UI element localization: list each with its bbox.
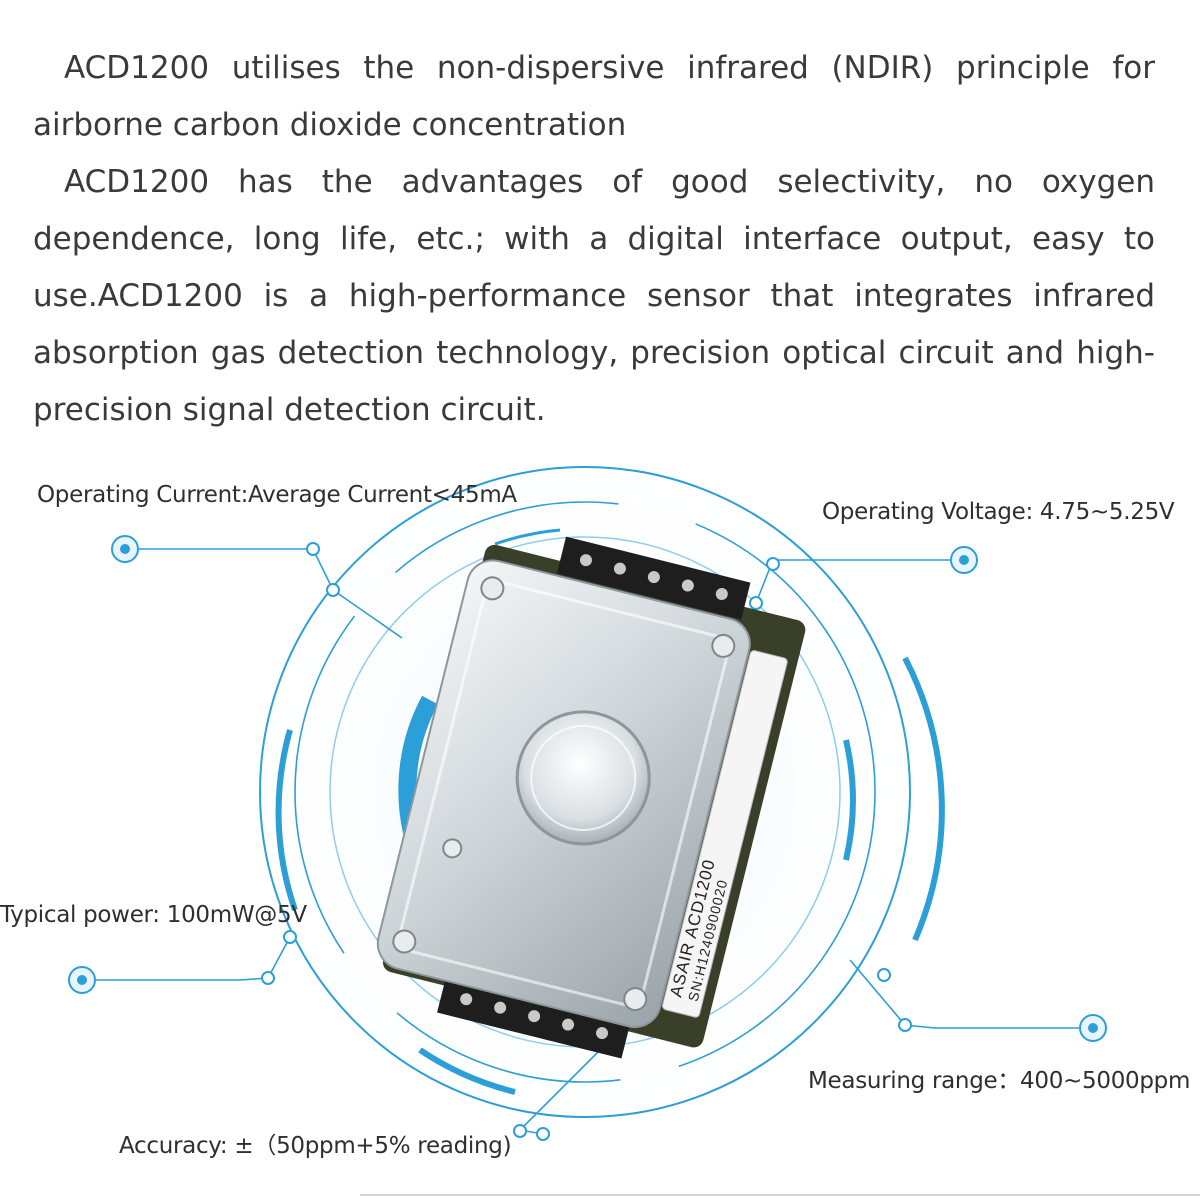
arc-segment-top — [494, 528, 561, 546]
arc-segment-right-inner — [843, 739, 856, 861]
optical-window — [515, 710, 651, 846]
sensor-module: ASAIR ACD1200 SN:H1240900020 — [376, 536, 806, 1059]
spec-accuracy: Accuracy: ±（50ppm+5% reading) — [119, 1133, 512, 1159]
spec-operating-voltage: Operating Voltage: 4.75~5.25V — [822, 499, 1175, 525]
spec-typical-power: Typical power: 100mW@5V — [0, 902, 307, 928]
target-icon-bottom-left — [68, 966, 96, 994]
intro-paragraph-principle: ACD1200 utilises the non-dispersive infr… — [33, 50, 1155, 143]
middle-ring — [294, 501, 876, 1083]
serial-label-strip — [662, 650, 788, 1018]
target-icon-bottom-right — [1079, 1014, 1107, 1042]
arc-segment-bottom — [418, 1047, 516, 1095]
arc-segment-right — [902, 656, 945, 942]
bottom-divider — [360, 1194, 1200, 1196]
spec-operating-current: Operating Current:Average Current<45mA — [37, 482, 517, 508]
arc-segment-left — [275, 729, 298, 911]
diagram-graphics: ASAIR ACD1200 SN:H1240900020 — [68, 440, 1107, 1152]
intro-text: ACD1200 utilises the non-dispersive infr… — [33, 40, 1155, 439]
target-icon-top-right — [950, 546, 978, 574]
intro-paragraph-advantages: ACD1200 has the advantages of good selec… — [33, 164, 1155, 428]
lid-screws — [392, 576, 736, 1012]
target-icon-top-left — [111, 535, 139, 563]
sensor-spec-diagram: ASAIR ACD1200 SN:H1240900020 Operating C… — [0, 440, 1200, 1200]
connector-nodes — [261, 542, 912, 1141]
spec-measuring-range: Measuring range：400~5000ppm — [808, 1068, 1191, 1094]
outer-ring — [259, 466, 911, 1118]
